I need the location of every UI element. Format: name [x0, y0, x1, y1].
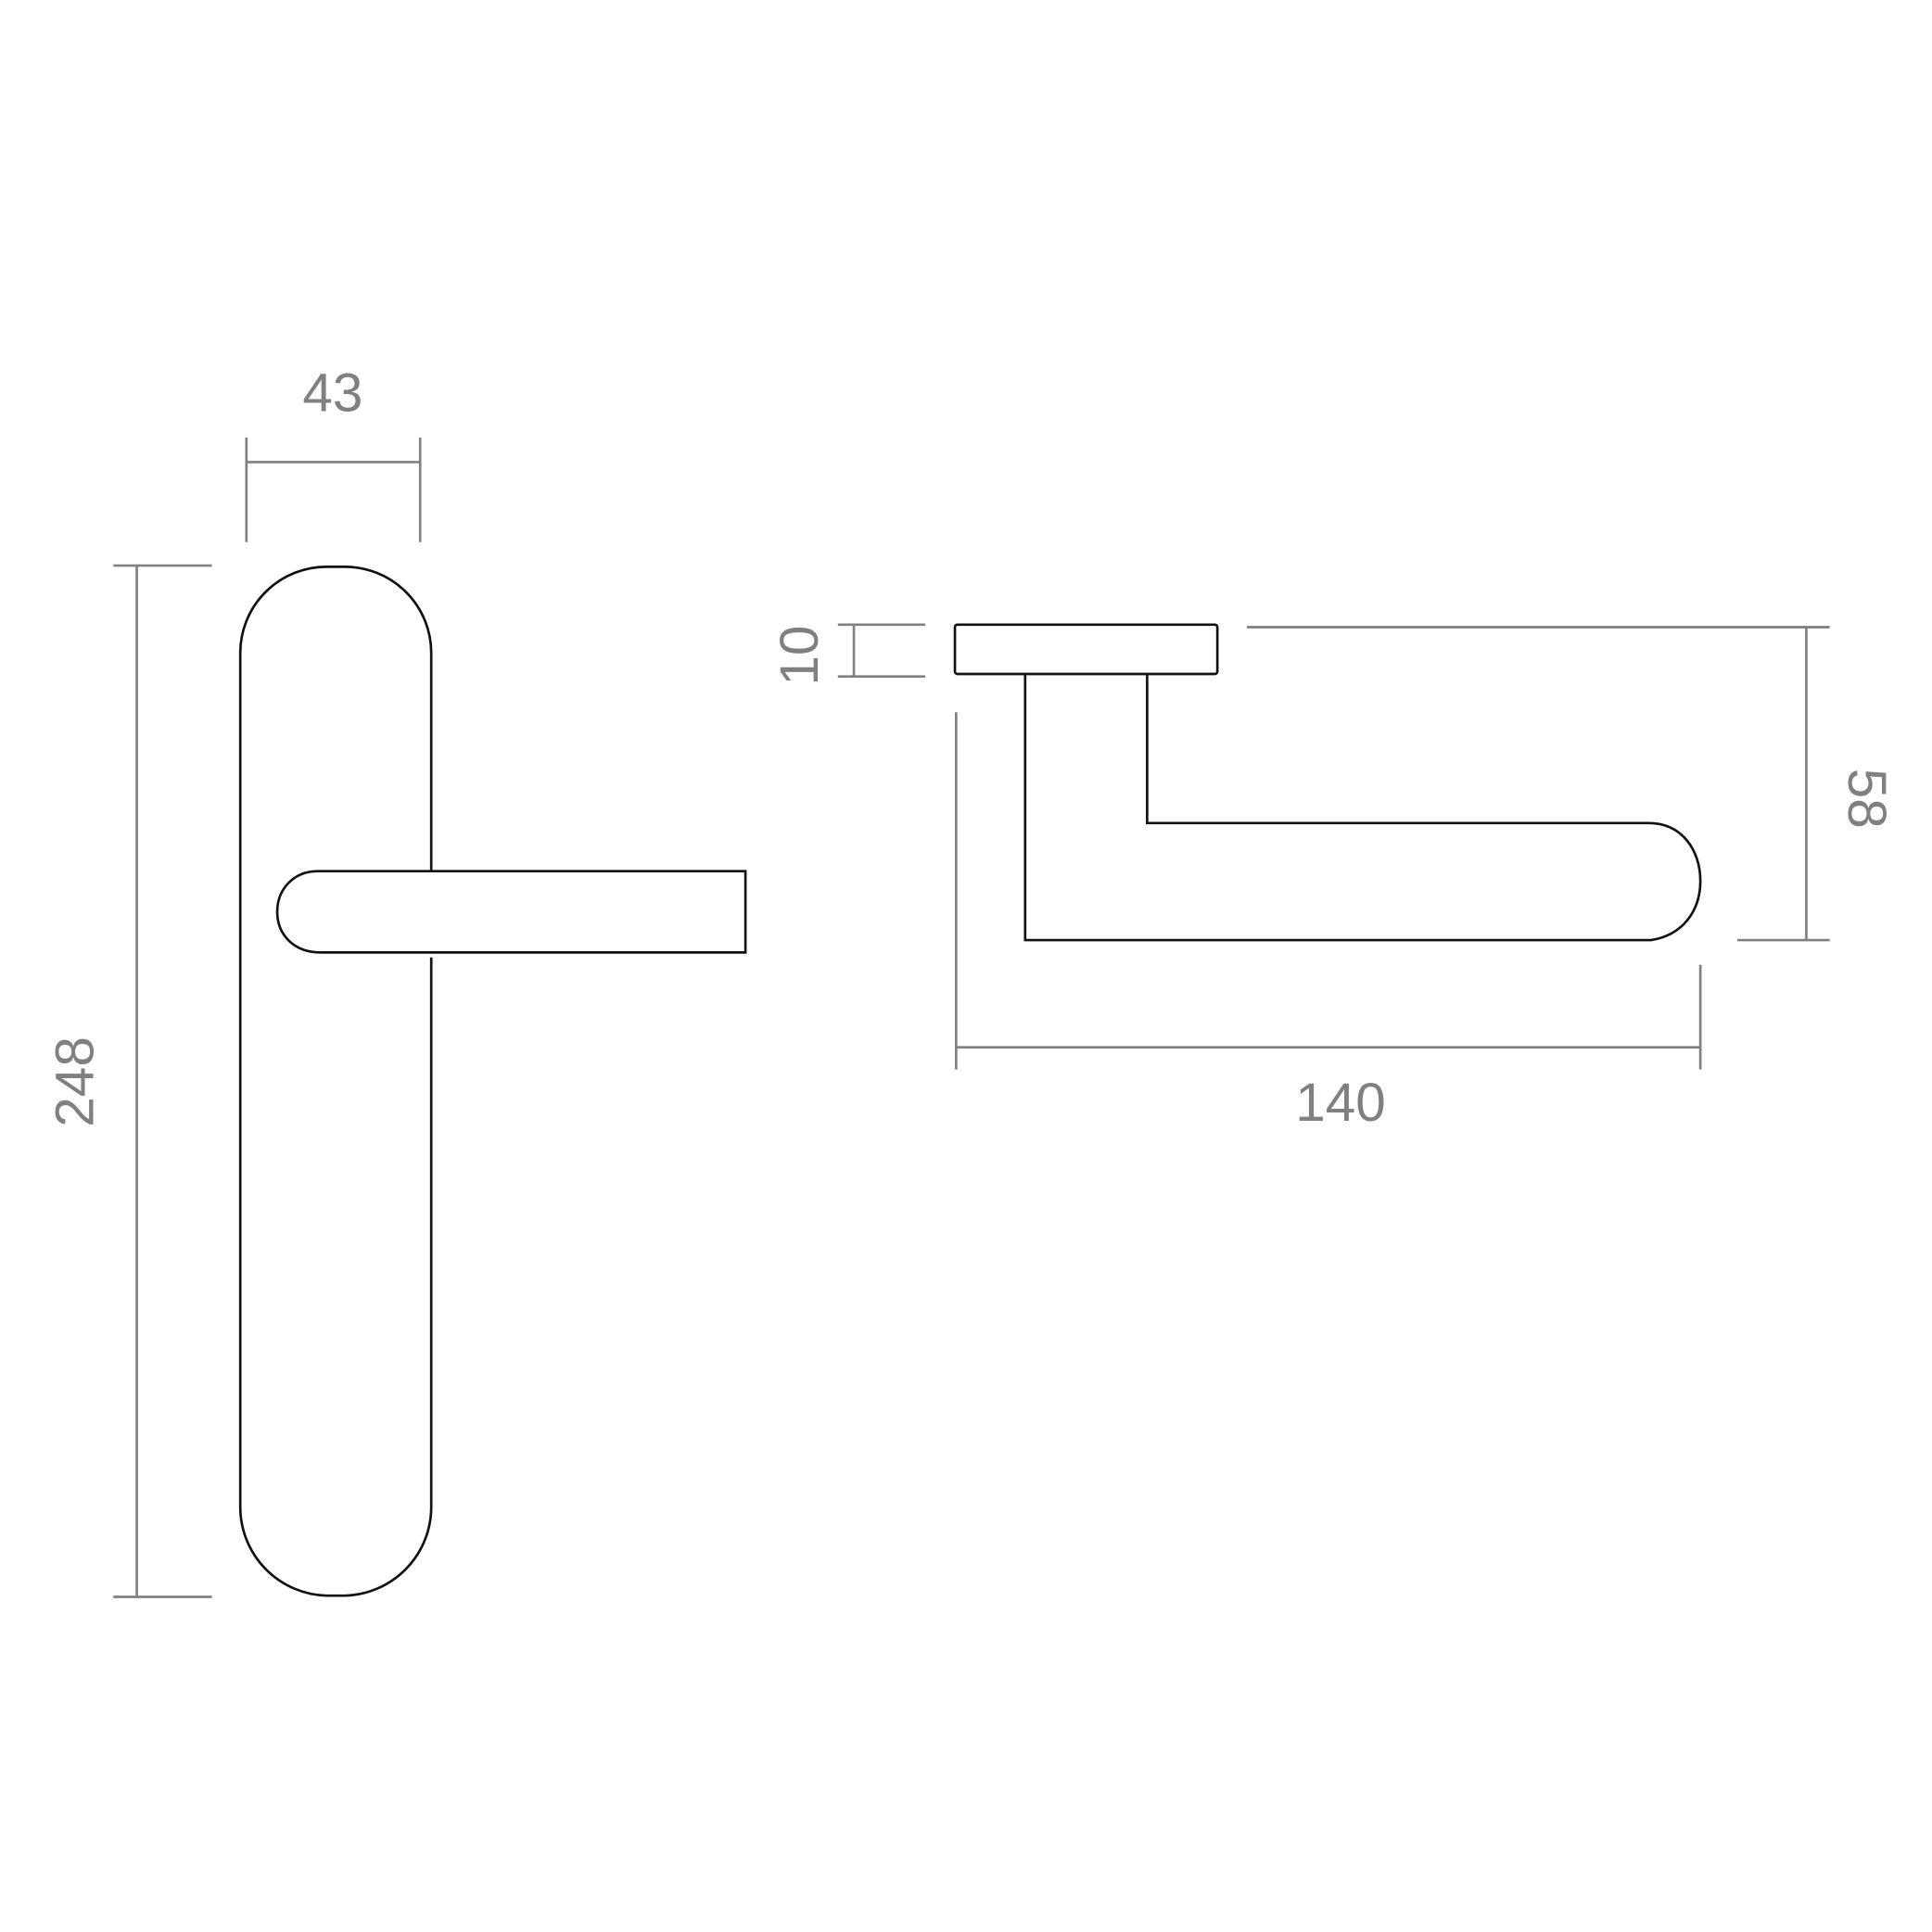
dimension-plate-width: 43: [245, 362, 422, 542]
rose-outline: [953, 623, 1219, 676]
dimension-plate-height: 248: [45, 564, 212, 1598]
lever-front-outline: [275, 870, 747, 954]
dimension-label-140: 140: [1295, 1073, 1386, 1133]
side-view: [953, 623, 1702, 942]
dimension-label-10: 10: [769, 626, 830, 686]
dimension-label-58: 58: [1837, 769, 1897, 829]
front-view: [238, 566, 747, 1597]
dimension-lever-projection: 58: [1247, 626, 1897, 942]
dimension-rose-thickness: 10: [769, 623, 926, 686]
lever-side-outline: [1023, 674, 1702, 942]
dimension-lever-length: 140: [955, 712, 1702, 1133]
dimension-label-43: 43: [302, 362, 362, 423]
backplate-outline: [238, 566, 433, 1597]
dimension-label-248: 248: [45, 1036, 106, 1127]
